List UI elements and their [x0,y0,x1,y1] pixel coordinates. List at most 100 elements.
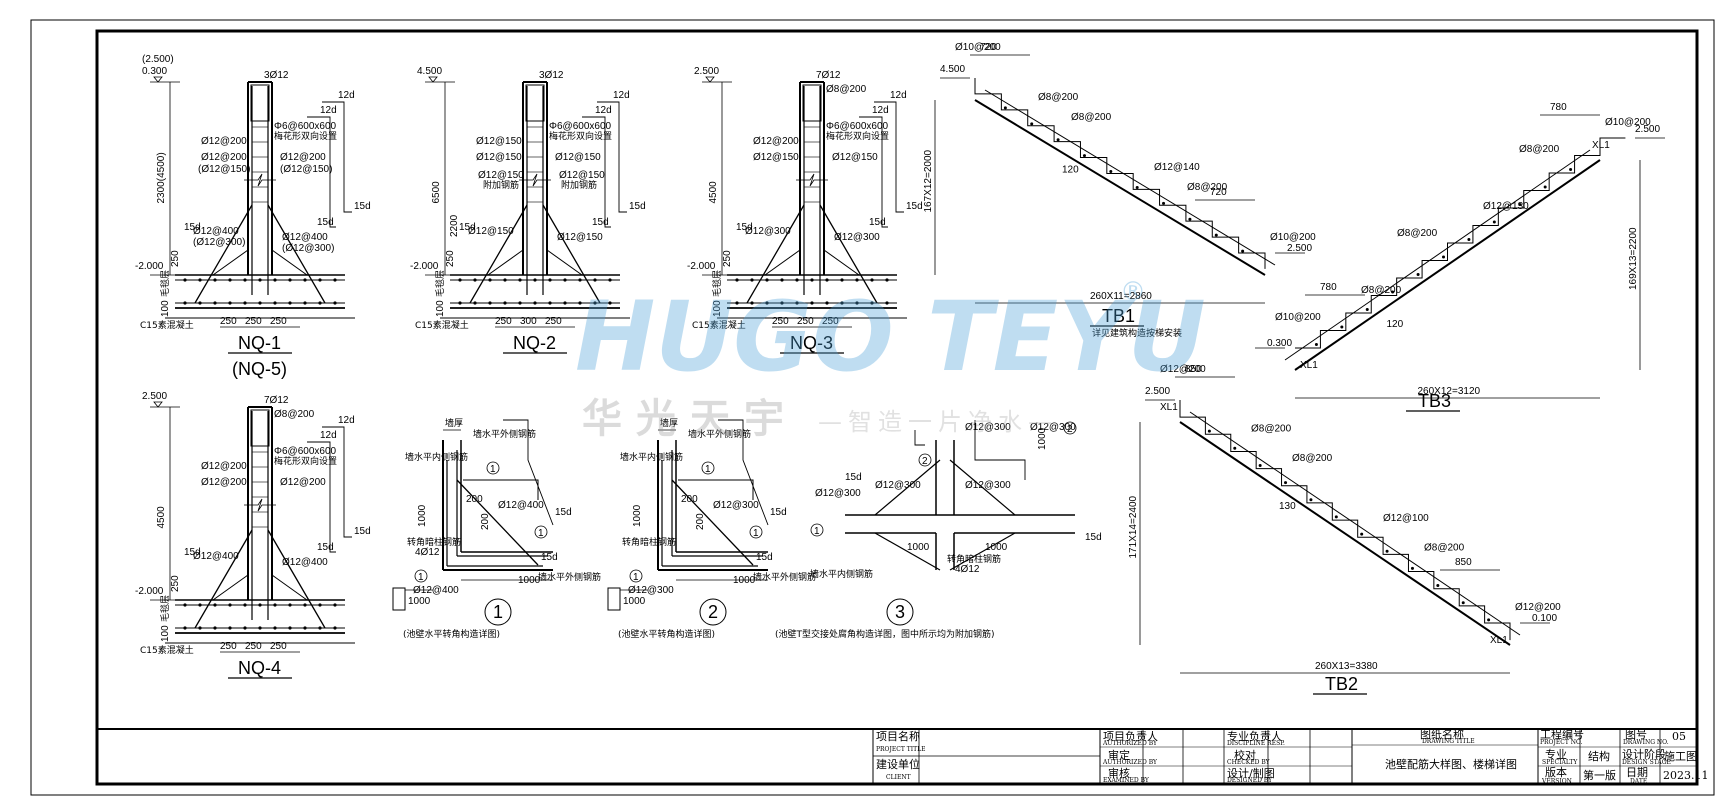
legend-marker [414,569,428,583]
bar-marker-num: 1 [814,526,820,537]
dim-vertical: 1000 [417,504,428,527]
stair-bar-label: Ø12@200 [1160,364,1206,375]
rebar-dot [1385,549,1389,553]
rebar-dot [243,626,247,630]
inner-bar-note: 墙水平内侧钢筋 [810,568,873,580]
wall-id: NQ-2 [513,333,556,353]
haunch-bar-right [267,204,326,304]
dim-vertical: 1000 [1037,427,1048,450]
bar-marker-num: 2 [922,456,928,467]
rebar-dot [198,603,202,607]
rebar-dot [780,301,784,305]
rebar-dot [1360,532,1364,536]
tie-label: Φ6@600x600 [549,121,611,132]
outer-bar-label: 墙水平外侧钢筋 [688,428,751,440]
wall-sections: 0.300(2.500)-2.0002300(4500)12d12d15d15d… [135,54,923,679]
discipline-lead-en: DISCIPLINE RESP. [1227,740,1285,747]
lap-label: 15d [354,526,371,537]
rebar-dot [1309,498,1313,502]
specialty-value: 结构 [1588,749,1610,763]
date-en: DATE [1630,778,1647,785]
rebar-dot [593,278,597,282]
drawing-title-label: 图纸名称 [1420,727,1464,741]
rebar-dot [1135,185,1139,189]
rebar-dot [1436,584,1440,588]
drawing-no-en: DRAWING NO. [1623,739,1669,746]
elev-top: 4.500 [940,64,965,75]
lap-label: 12d [890,90,907,101]
rebar-dot [1258,463,1262,467]
rebar-dot [795,278,799,282]
rebar-dot [608,301,612,305]
top-bar-label: 7Ø12 [816,70,841,81]
bar-marker [534,525,548,539]
dim-horizontal: 1000 [733,575,756,586]
stage-label: 设计阶段 [1622,747,1666,761]
rebar-dot [578,301,582,305]
rebar-dot [1241,249,1245,253]
rebar-dot [318,278,322,282]
legend-dim: 1000 [623,596,646,607]
lap-label: 15d [592,217,609,228]
bend-bar [463,479,539,500]
break-mark [796,173,828,187]
base-bar-left-alt: (Ø12@300) [193,237,245,248]
horizontal-bar-left: Ø12@200 [201,477,247,488]
corner-details: 墙厚墙水平外侧钢筋墙水平内侧钢筋1000200Ø12@400200100015d… [392,417,1102,640]
rebar-dot [855,278,859,282]
slab-thk: 120 [1387,319,1404,330]
bottom-dim: 250 [220,316,237,327]
rebar-dot [825,278,829,282]
rebar-dot [593,301,597,305]
stair-bar-label: Ø8@200 [1292,453,1333,464]
bar-label: Ø12@300 [1030,422,1076,433]
height-dim: 4500 [708,181,719,204]
rebar-dot [273,626,277,630]
rebar-dot [243,278,247,282]
lap-label: 15d [1085,532,1102,543]
landing-dim-top: 720 [980,42,997,53]
lap-label: 15d [555,507,572,518]
rebar-dot [288,626,292,630]
rebar-dot [750,278,754,282]
wall-section-nq-1: 0.300(2.500)-2.0002300(4500)12d12d15d15d… [135,54,371,379]
dim-vertical: 1000 [632,504,643,527]
footing-note: C15素混凝土 [692,319,746,331]
diagonal-bar [456,479,539,566]
stair-steps [1295,137,1626,349]
base-bar-left: Ø12@400 [193,551,239,562]
wall-thk-label: 墙厚 [445,417,463,429]
slab-rebar [1189,411,1521,636]
stair-tb3: 260X12=3120169X13=22002.5000.300780780Ø1… [1255,102,1665,412]
design-en: DESIGNED BY [1227,777,1273,784]
corner-bar-note: 转角暗柱钢筋 [407,536,461,548]
corner-bar-count: 4Ø12 [415,547,440,558]
bottom-dim: 250 [270,641,287,652]
rebar-dot [258,603,262,607]
dim-200: 200 [480,513,491,530]
rebar-dot [503,301,507,305]
rebar-dot [183,278,187,282]
haunch-bar-right [542,204,601,304]
stair-bar-label: Ø12@140 [1154,162,1200,173]
rebar-dot [318,626,322,630]
beam-label: XL1 [1300,360,1318,371]
bar-marker [918,453,932,467]
rebar-dot [735,278,739,282]
rebar-dot [1492,220,1496,224]
run-dim: 260X13=3380 [1315,661,1378,672]
slab-rebar [1284,149,1591,361]
rebar-dot [780,278,784,282]
rebar-dot [548,301,552,305]
outer-bar-note: 墙水平外侧钢筋 [538,571,601,583]
wall-section-nq-2: 4.500-2.000650012d12d15d15d3Ø12Φ6@600x60… [410,66,646,354]
lap-label: 15d [869,217,886,228]
review-en: EXAMINED BY [1103,777,1150,784]
rebar-dot [1214,233,1218,237]
vertical-bar-right: Ø12@150 [555,152,601,163]
footing-note: C15素混凝土 [140,319,194,331]
dim-200: 200 [681,494,698,505]
approve-label: 审定 [1108,748,1130,762]
vertical-bar-right: Ø12@150 [832,152,878,163]
rebar-dot [183,603,187,607]
